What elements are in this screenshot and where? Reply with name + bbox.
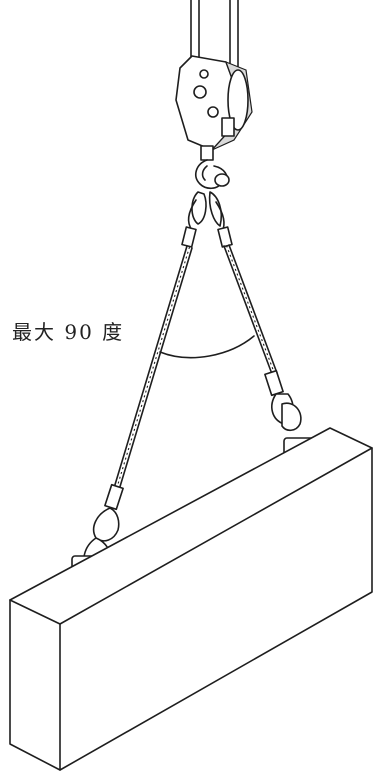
load-block	[9, 427, 373, 771]
crane-hook	[195, 145, 230, 190]
right-sling	[223, 244, 278, 375]
left-sling	[113, 245, 193, 491]
max-angle-label: 最大 90 度	[12, 320, 125, 344]
angle-arc	[159, 335, 255, 359]
top-rigging	[181, 191, 233, 248]
hoist-ropes	[190, 0, 239, 73]
pulley-block	[175, 55, 253, 151]
